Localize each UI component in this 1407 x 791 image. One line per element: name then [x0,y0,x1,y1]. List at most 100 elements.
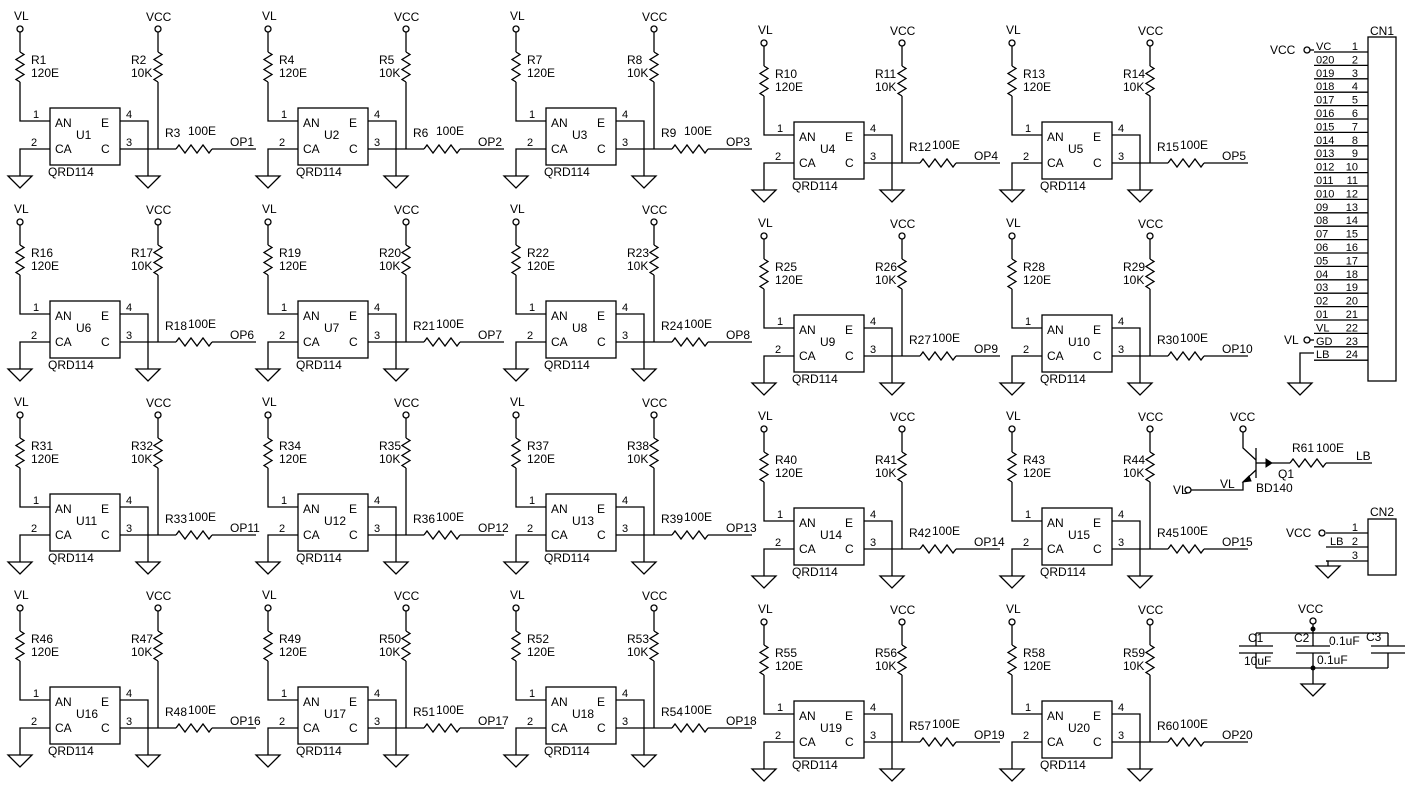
resistor-ref: R55 [775,646,797,660]
sensor-cell: VLR49120E12ANCAECU17QRD1144VCCR5010K3R51… [254,588,509,768]
cn1-pin-signal: 05 [1316,255,1328,267]
pin-name-c: C [1093,542,1102,556]
wire [616,313,645,369]
resistor-vl [262,51,274,83]
pin-name-ca: CA [799,156,816,170]
sensor-part: QRD114 [1040,758,1086,772]
resistor-value: 120E [279,452,307,466]
wire [515,661,546,701]
resistor-pullup [400,244,412,276]
sensor-cell: VLR52120E12ANCAECU18QRD1144VCCR5310K3R54… [502,588,757,768]
sensor-ref: U13 [572,514,594,528]
sensor-part: QRD114 [296,744,342,758]
output-label: OP13 [726,521,757,535]
resistor-pullup [1144,65,1156,97]
resistor-vl [14,630,26,662]
resistor-value: 100E [1180,717,1208,731]
pin-number: 4 [374,688,380,700]
pin-number: 1 [777,123,783,135]
resistor-ref: R53 [627,632,649,646]
resistor-value: 100E [932,524,960,538]
resistor-value: 100E [932,717,960,731]
supply-terminal [402,604,410,612]
cn1-pin-signal: 06 [1316,242,1328,254]
resistor-ref: R6 [413,126,429,140]
sensor-ref: U6 [76,321,92,335]
sensor-ref: U18 [572,707,594,721]
vcc-label: VCC [1138,603,1164,617]
ground-symbol [878,382,906,396]
pin-name-an: AN [799,323,816,337]
pin-number: 3 [870,730,876,742]
pin-name-ca: CA [55,142,72,156]
cn1-pin-signal: 012 [1316,162,1334,174]
pin-name-e: E [597,309,605,323]
output-label: OP14 [974,535,1005,549]
pin-number: 2 [31,523,37,535]
pin-name-e: E [845,323,853,337]
resistor-value: 10K [627,66,648,80]
wire [864,134,893,190]
pin-number: 4 [870,123,876,135]
supply-terminal [760,618,768,626]
output-label: OP1 [230,135,254,149]
wire [616,506,645,562]
supply-terminal [1008,39,1016,47]
resistor-ref: R51 [413,705,435,719]
pin-name-an: AN [1047,323,1064,337]
wire [120,506,149,562]
pin-name-e: E [349,695,357,709]
wire [1011,548,1042,576]
supply-terminal [154,25,162,33]
wire [864,327,893,383]
wire [368,699,397,755]
c2-value: 0.1uF [1317,653,1348,667]
ground-symbol [998,768,1026,782]
pin-name-c: C [101,528,110,542]
cn1-pin-number: 14 [1346,215,1358,227]
sensor-part: QRD114 [792,758,838,772]
cn1-pin-number: 22 [1346,322,1358,334]
resistor-vl [758,258,770,290]
vl-label: VL [262,202,277,216]
pin-name-e: E [349,116,357,130]
pin-number: 3 [870,537,876,549]
resistor-ref: R18 [165,319,187,333]
pin-name-c: C [101,335,110,349]
sensor-cell: VLR28120E12ANCAECU10QRD1144VCCR2910K3R30… [998,216,1253,396]
pin-name-e: E [845,130,853,144]
resistor-series [671,529,709,541]
resistor-ref: R59 [1123,646,1145,660]
resistor-ref: R26 [875,260,897,274]
cn1-pin-signal: 018 [1316,81,1334,93]
pin-number: 4 [622,495,628,507]
pin-name-c: C [1093,156,1102,170]
pin-name-an: AN [303,309,320,323]
pin-number: 4 [374,495,380,507]
pin-name-e: E [349,309,357,323]
vcc-label: VCC [1138,217,1164,231]
pin-name-an: AN [551,695,568,709]
wire [1112,520,1141,576]
resistor-vl [262,437,274,469]
supply-terminal [650,218,658,226]
resistor-pullup [896,65,908,97]
resistor-series [1167,543,1205,555]
vcc-label: VCC [146,10,172,24]
resistor-vl [14,437,26,469]
resistor-ref: R49 [279,632,301,646]
pin-name-e: E [101,502,109,516]
resistor-value: 100E [1180,138,1208,152]
cn1-pin-signal: 020 [1316,54,1334,66]
wire [267,275,298,315]
vcc-label: VCC [890,217,916,231]
resistor-pullup [1144,258,1156,290]
pin-number: 1 [281,495,287,507]
wire [1112,134,1141,190]
supply-terminal [154,604,162,612]
ground-symbol [1126,575,1154,589]
pin-name-c: C [597,528,606,542]
vcc-label: VCC [890,410,916,424]
